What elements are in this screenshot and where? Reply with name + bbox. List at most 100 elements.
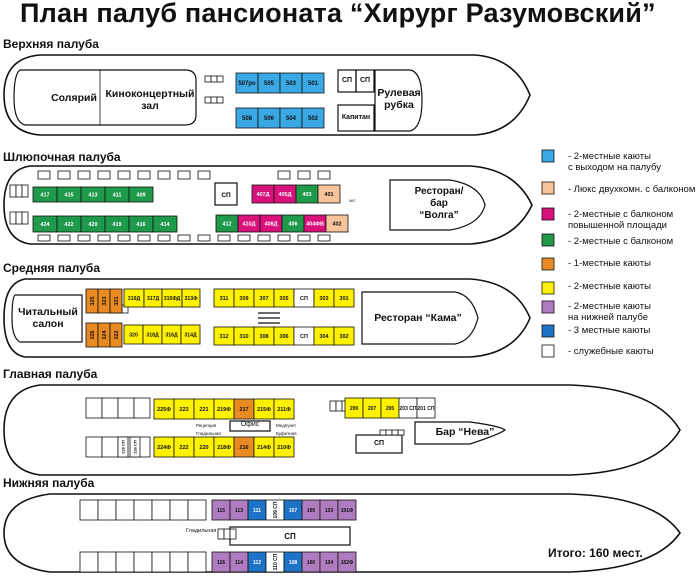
upper-top-cabin-3: [301, 72, 325, 94]
main-bottom-cabin-3-label: 218Ф: [217, 445, 231, 451]
main-svc-bot-0: [85, 436, 103, 458]
middle-top-orange-1-label: 323: [102, 296, 108, 305]
main-top-cabin-6-label: 211Ф: [277, 407, 291, 413]
boat-bottom-mid-0-label: 412: [222, 221, 231, 227]
lower-svc-top-2: [115, 499, 135, 521]
deck-label-middle: Средняя палуба: [3, 261, 101, 275]
boat-grid-l2-0: [9, 211, 17, 225]
middle-top-b-4-label: СП: [300, 296, 308, 302]
lower-svc-bot-1: [97, 551, 117, 573]
main-top-cabin-5-label: 215Ф: [257, 407, 271, 413]
lower-top-cabin-4-label: 107: [289, 508, 298, 514]
sp-box-upper-2: [355, 69, 375, 93]
main-svc-top-1: [101, 397, 119, 419]
office-box: [229, 420, 271, 432]
buffet-label: Буфетная: [276, 431, 297, 436]
wheelhouse-box: [374, 69, 423, 132]
legend-swatch-5: [541, 281, 555, 295]
boat-bottom-mid-1-label: 410Д: [242, 221, 255, 227]
sp-box-boat: [214, 182, 238, 206]
main-stair-b-3: [397, 429, 405, 436]
boat-chair-top-7: [177, 170, 191, 180]
upper-top-cabin-2-label: 503: [286, 81, 297, 87]
upper-bench-2: [216, 75, 224, 83]
restaurant-kama-box: [361, 291, 479, 345]
upper-bottom-cabin-3-label: 502: [308, 116, 319, 122]
sp-label-upper-1: СП: [341, 77, 353, 84]
upper-top-cabin-0-label: 507ро: [238, 81, 256, 87]
upper-bottom-cabin-2-label: 504: [286, 116, 297, 122]
legend-item-8: - служебные каюты: [568, 346, 654, 357]
middle-bottom-a-3: [180, 324, 201, 345]
reception-label: Рецепция: [196, 423, 217, 428]
middle-bottom-b-3-label: 306: [279, 334, 288, 340]
ironing-label-lower: Гладильная: [186, 528, 217, 534]
main-top-cabin-6: [273, 398, 295, 420]
legend-item-6: - 2-местные каюты на нижней палубе: [568, 301, 651, 323]
upper-top-cabin-3-label: 501: [308, 81, 319, 87]
hull-upper: [3, 54, 531, 136]
boat-top-cabin-1-label: 415: [64, 192, 73, 198]
medpoint-label: Медпункт: [276, 423, 297, 428]
lower-top-cabin-2-label: 111: [253, 508, 261, 514]
legend-swatch-3: [541, 233, 555, 247]
boat-chair-top-r-0: [277, 170, 291, 180]
deck-label-main: Главная палуба: [3, 367, 98, 381]
office-label: Офис: [240, 421, 260, 428]
boat-bottom-mid-2-label: 408Д: [264, 221, 277, 227]
boat-chair-top-r-2: [317, 170, 331, 180]
boat-top-cabin-4-label: 409: [136, 192, 145, 198]
boat-chair-bot-r-1: [237, 234, 251, 242]
upper-top-cabin-1-label: 505: [264, 81, 275, 87]
legend-item-5: - 2-местные каюты: [568, 281, 651, 292]
hull-middle: [3, 278, 531, 358]
hull-main: [3, 384, 681, 476]
stairs-middle: [258, 312, 280, 324]
boat-bottom-cabin-3-label: 419: [112, 222, 121, 228]
middle-top-a-3: [181, 288, 201, 308]
middle-bottom-b-2-label: 308: [259, 334, 268, 340]
main-top-cabin-3-label: 219Ф: [217, 407, 231, 413]
main-stair-b-0: [379, 429, 387, 436]
boat-bottom-cabin-5-label: 414: [160, 222, 170, 228]
solarium-label: Солярий: [51, 92, 97, 104]
wheelhouse-label: Рулевая рубка: [377, 87, 421, 111]
boat-chair-bot-8: [197, 234, 211, 242]
middle-bottom-orange-0-label: 326: [90, 330, 96, 339]
boat-bottom-mid-3-label: 406: [288, 221, 297, 227]
middle-top-a-2-label: 315ФД: [164, 296, 181, 302]
legend-item-2: - 2-местные с балконом повышенной площад…: [568, 209, 674, 231]
boat-bottom-mid-4-label: 404ФВ: [306, 221, 324, 227]
sp-label-boat: СП: [221, 192, 231, 199]
lower-bottom-cabin-5-label: 106: [307, 560, 316, 566]
middle-bottom-a-2-label: 316Д: [165, 332, 178, 338]
main-top-right-0-label: 209: [350, 406, 359, 412]
lower-stair-0: [217, 528, 225, 540]
reading-salon-box: [11, 294, 83, 343]
main-svc-228: [117, 436, 129, 458]
wc-label: WC: [349, 198, 356, 203]
lower-top-cabin-3-label: 109 СП: [273, 501, 279, 518]
hull-lower: [3, 493, 681, 573]
middle-top-a-0-label: 319Д: [128, 296, 141, 302]
sp-label-main: СП: [373, 440, 385, 447]
main-bottom-cabin-0-label: 224Ф: [157, 445, 171, 451]
lower-bottom-cabin-2-label: 112: [253, 560, 261, 566]
boat-top-mid-3-label: 403: [302, 192, 311, 198]
legend-swatch-2: [541, 207, 555, 221]
middle-bottom-orange-2-label: 322: [114, 330, 120, 339]
boat-top-mid-4-label: 401: [324, 192, 333, 198]
boat-bottom-mid-5: [325, 214, 349, 233]
boat-chair-bot-4: [117, 234, 131, 242]
boat-chair-top-r-1: [297, 170, 311, 180]
main-stair-b-1: [385, 429, 393, 436]
main-bottom-cabin-1-label: 222: [179, 445, 188, 451]
middle-top-b-1-label: 309: [239, 296, 248, 302]
sp-box-main: [355, 434, 403, 454]
boat-chair-bot-r-2: [257, 234, 271, 242]
legend-item-1: - Люкс двухкомн. с балконом: [568, 184, 696, 195]
boat-chair-bot-0: [37, 234, 51, 242]
middle-bottom-a-1-label: 318Д: [146, 332, 159, 338]
main-top-cabin-2-label: 221: [199, 407, 208, 413]
lower-bottom-cabin-1-label: 114: [235, 560, 243, 566]
